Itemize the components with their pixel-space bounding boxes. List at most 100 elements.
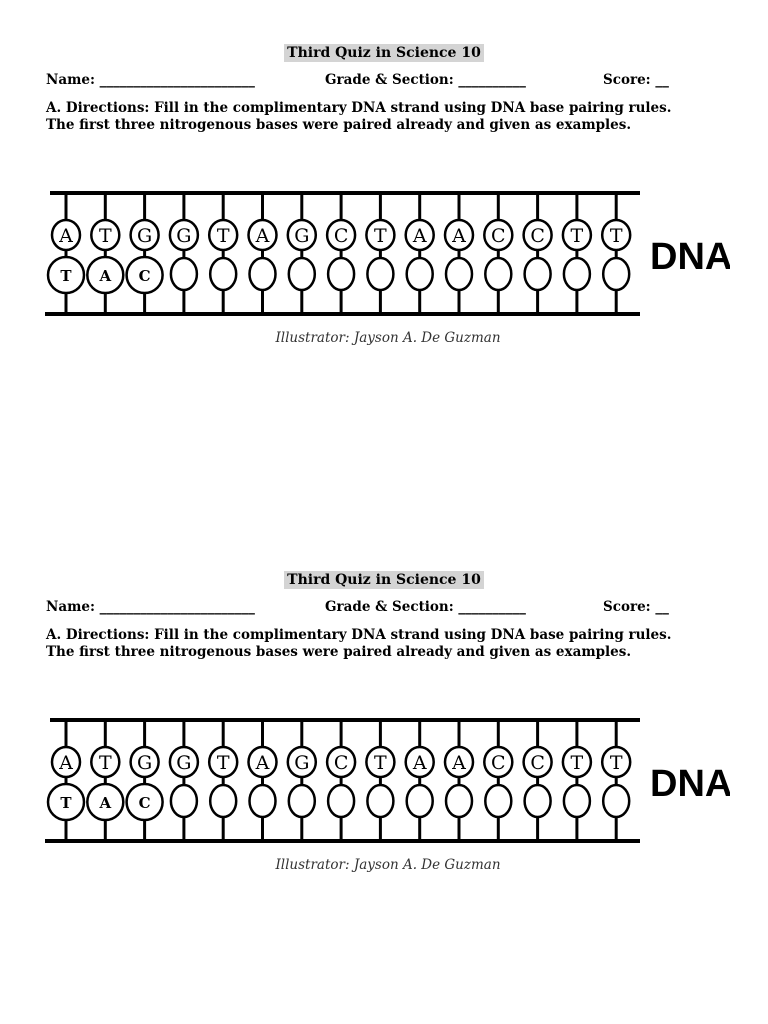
dna-label: DNA	[650, 763, 730, 805]
top-base-letter: C	[530, 225, 545, 247]
top-base-circle	[129, 218, 160, 252]
top-base-circle	[365, 218, 396, 252]
quiz-sheet: Third Quiz in Science 10 Name: _________…	[0, 527, 768, 873]
base-pair-rung: A	[247, 722, 278, 839]
blank-base-answer-circle[interactable]	[405, 256, 434, 292]
base-pair-rung: T	[561, 722, 593, 839]
blank-base-answer-circle[interactable]	[523, 783, 552, 819]
directions: A. Directions: Fill in the complimentary…	[46, 100, 746, 134]
blank-base-answer-circle[interactable]	[248, 256, 277, 292]
blank-base-answer-circle[interactable]	[562, 783, 592, 819]
directions: A. Directions: Fill in the complimentary…	[46, 627, 746, 661]
top-base-letter: A	[451, 225, 466, 247]
top-base-circle	[286, 745, 318, 779]
base-pair-rung: C	[325, 195, 357, 312]
example-paired-base-circle	[86, 255, 125, 295]
top-base-circle	[286, 218, 318, 252]
top-base-circle	[600, 745, 632, 779]
top-base-circle	[50, 745, 82, 779]
blank-base-answer-circle[interactable]	[248, 783, 277, 819]
top-base-circle	[207, 745, 239, 779]
top-base-letter: G	[137, 225, 152, 247]
base-pair-rung: T	[365, 195, 396, 312]
top-base-letter: T	[571, 752, 584, 774]
example-paired-base-letter: T	[60, 267, 72, 285]
top-base-circle	[600, 218, 632, 252]
example-paired-base-letter: T	[60, 794, 72, 812]
grade-section-field[interactable]: Grade & Section: __________	[325, 599, 526, 615]
grade-section-field[interactable]: Grade & Section: __________	[325, 72, 526, 88]
top-backbone	[50, 191, 640, 195]
base-pair-rung: GC	[125, 195, 164, 312]
blank-base-answer-circle[interactable]	[601, 783, 631, 819]
example-paired-base-circle	[125, 782, 164, 822]
base-pair-rung: A	[443, 195, 475, 312]
base-pair-rung: AT	[46, 195, 86, 312]
blank-base-answer-circle[interactable]	[444, 783, 474, 819]
top-base-letter: A	[412, 752, 427, 774]
top-base-circle	[483, 745, 514, 779]
example-paired-base-circle	[46, 782, 86, 822]
base-pair-rung: G	[286, 195, 318, 312]
blank-base-answer-circle[interactable]	[326, 783, 356, 819]
base-pair-rung: T	[600, 722, 632, 839]
name-field[interactable]: Name: _______________________	[46, 72, 255, 88]
top-base-circle	[90, 218, 121, 252]
top-base-letter: C	[334, 752, 349, 774]
top-base-circle	[168, 745, 200, 779]
blank-base-answer-circle[interactable]	[326, 256, 356, 292]
base-pair-rung: G	[286, 722, 318, 839]
top-base-letter: T	[610, 752, 623, 774]
top-base-circle	[129, 745, 160, 779]
blank-base-answer-circle[interactable]	[208, 783, 238, 819]
blank-base-answer-circle[interactable]	[366, 256, 395, 292]
example-paired-base-letter: A	[98, 794, 111, 812]
blank-base-answer-circle[interactable]	[405, 783, 434, 819]
score-field[interactable]: Score: __	[603, 72, 669, 88]
base-pair-rung: A	[247, 195, 278, 312]
blank-base-answer-circle[interactable]	[208, 256, 238, 292]
score-field[interactable]: Score: __	[603, 599, 669, 615]
bottom-backbone	[45, 312, 640, 316]
top-base-circle	[50, 218, 82, 252]
blank-base-answer-circle[interactable]	[287, 256, 317, 292]
top-base-circle	[404, 218, 435, 252]
blank-base-answer-circle[interactable]	[287, 783, 317, 819]
top-base-letter: T	[374, 225, 387, 247]
blank-base-answer-circle[interactable]	[562, 256, 592, 292]
top-base-circle	[325, 745, 357, 779]
top-base-letter: A	[412, 225, 427, 247]
blank-base-answer-circle[interactable]	[366, 783, 395, 819]
top-base-circle	[90, 745, 121, 779]
base-pair-rung: C	[522, 195, 553, 312]
directions-line-1: A. Directions: Fill in the complimentary…	[46, 627, 672, 643]
top-base-letter: C	[530, 752, 545, 774]
example-paired-base-circle	[125, 255, 164, 295]
base-pair-rung: T	[561, 195, 593, 312]
blank-base-answer-circle[interactable]	[169, 783, 199, 819]
base-pair-rung: T	[207, 195, 239, 312]
top-base-circle	[443, 745, 475, 779]
blank-base-answer-circle[interactable]	[601, 256, 631, 292]
name-field[interactable]: Name: _______________________	[46, 599, 255, 615]
blank-base-answer-circle[interactable]	[484, 783, 513, 819]
top-base-circle	[522, 218, 553, 252]
blank-base-answer-circle[interactable]	[169, 256, 199, 292]
blank-base-answer-circle[interactable]	[444, 256, 474, 292]
top-base-letter: C	[334, 225, 349, 247]
example-paired-base-circle	[46, 255, 86, 295]
top-base-letter: G	[176, 225, 191, 247]
base-pair-rung: A	[404, 722, 435, 839]
top-base-letter: C	[491, 752, 506, 774]
top-base-letter: T	[99, 225, 112, 247]
top-base-letter: T	[217, 752, 230, 774]
base-pair-rung: G	[168, 195, 200, 312]
top-base-letter: G	[137, 752, 152, 774]
top-base-circle	[404, 745, 435, 779]
blank-base-answer-circle[interactable]	[484, 256, 513, 292]
quiz-title: Third Quiz in Science 10	[284, 571, 484, 589]
example-paired-base-circle	[86, 782, 125, 822]
blank-base-answer-circle[interactable]	[523, 256, 552, 292]
top-base-letter: A	[255, 752, 270, 774]
